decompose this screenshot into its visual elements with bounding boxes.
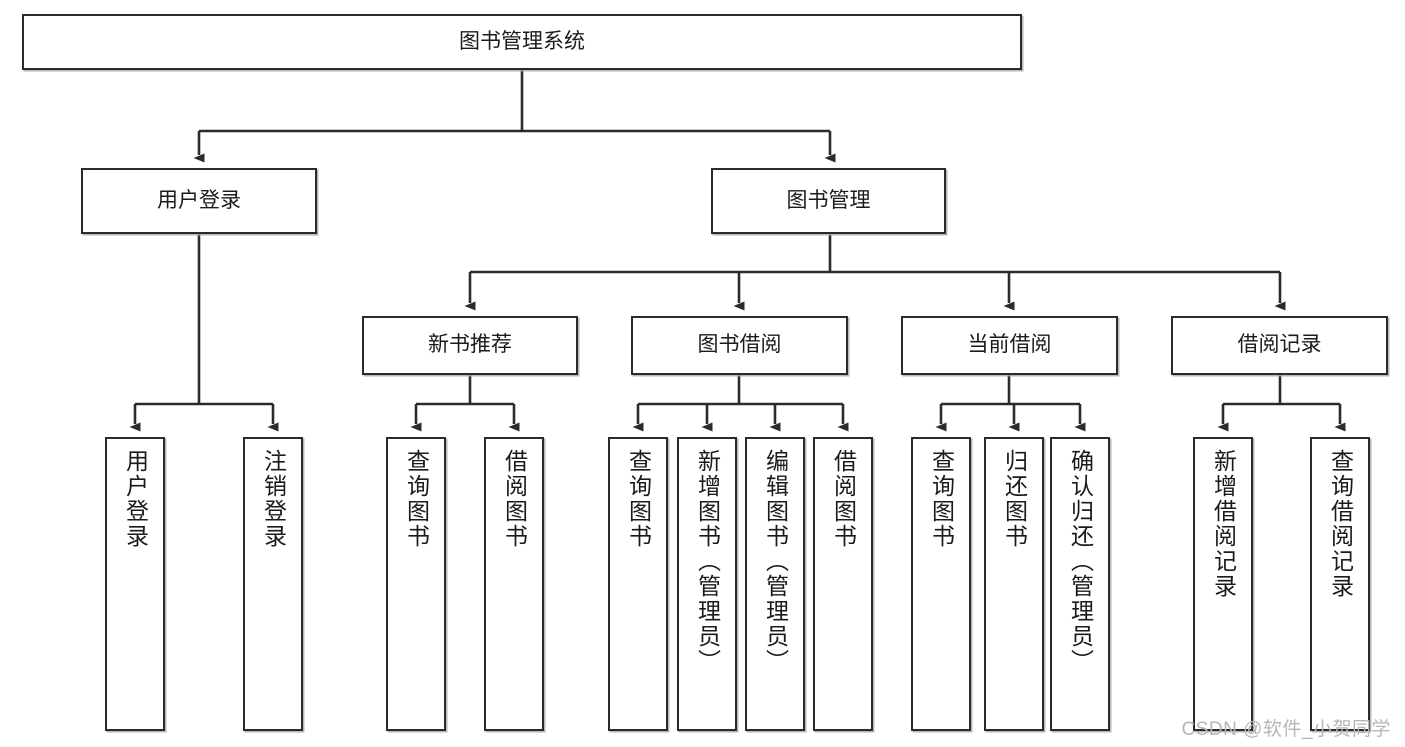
node-leaf-query-record[interactable]: 查询借阅记录 <box>1310 437 1370 731</box>
node-leaf-logout-label: 注销登录 <box>260 449 287 549</box>
node-book-borrow[interactable]: 图书借阅 <box>631 316 848 375</box>
node-leaf-query-book-1[interactable]: 查询图书 <box>386 437 446 731</box>
node-leaf-edit-book[interactable]: 编辑图书（管理员） <box>745 437 805 731</box>
node-book-borrow-label: 图书借阅 <box>697 333 782 357</box>
node-leaf-query-book-2-label: 查询图书 <box>625 449 652 549</box>
node-leaf-query-book-1-label: 查询图书 <box>403 449 430 549</box>
node-root-label: 图书管理系统 <box>459 29 585 53</box>
node-leaf-return-book[interactable]: 归还图书 <box>984 437 1044 731</box>
node-leaf-confirm-return-label: 确认归还（管理员） <box>1067 449 1094 674</box>
node-leaf-borrow-book-2-label: 借阅图书 <box>830 449 857 549</box>
node-leaf-return-book-label: 归还图书 <box>1001 449 1028 549</box>
node-leaf-add-book[interactable]: 新增图书（管理员） <box>677 437 737 731</box>
node-leaf-user-login-label: 用户登录 <box>122 449 149 549</box>
node-leaf-add-record-label: 新增借阅记录 <box>1210 449 1237 599</box>
node-user-login-label: 用户登录 <box>157 188 241 212</box>
node-root[interactable]: 图书管理系统 <box>22 14 1022 70</box>
node-leaf-query-book-2[interactable]: 查询图书 <box>608 437 668 731</box>
node-book-manage[interactable]: 图书管理 <box>711 168 946 234</box>
node-new-book-rec-label: 新书推荐 <box>428 333 512 357</box>
node-leaf-edit-book-label: 编辑图书（管理员） <box>762 449 789 674</box>
node-current-borrow[interactable]: 当前借阅 <box>901 316 1118 375</box>
node-current-borrow-label: 当前借阅 <box>967 333 1052 357</box>
node-leaf-user-login[interactable]: 用户登录 <box>105 437 165 731</box>
node-new-book-rec[interactable]: 新书推荐 <box>362 316 578 375</box>
node-leaf-query-book-3[interactable]: 查询图书 <box>911 437 971 731</box>
node-leaf-borrow-book-1-label: 借阅图书 <box>501 449 528 549</box>
node-borrow-record-label: 借阅记录 <box>1237 333 1322 357</box>
node-user-login[interactable]: 用户登录 <box>81 168 317 234</box>
node-leaf-logout[interactable]: 注销登录 <box>243 437 303 731</box>
node-leaf-query-record-label: 查询借阅记录 <box>1327 449 1354 599</box>
node-leaf-borrow-book-1[interactable]: 借阅图书 <box>484 437 544 731</box>
node-leaf-borrow-book-2[interactable]: 借阅图书 <box>813 437 873 731</box>
node-book-manage-label: 图书管理 <box>786 188 871 212</box>
node-leaf-confirm-return[interactable]: 确认归还（管理员） <box>1050 437 1110 731</box>
node-leaf-query-book-3-label: 查询图书 <box>928 449 955 549</box>
node-leaf-add-book-label: 新增图书（管理员） <box>694 449 721 674</box>
node-borrow-record[interactable]: 借阅记录 <box>1171 316 1388 375</box>
node-leaf-add-record[interactable]: 新增借阅记录 <box>1193 437 1253 731</box>
